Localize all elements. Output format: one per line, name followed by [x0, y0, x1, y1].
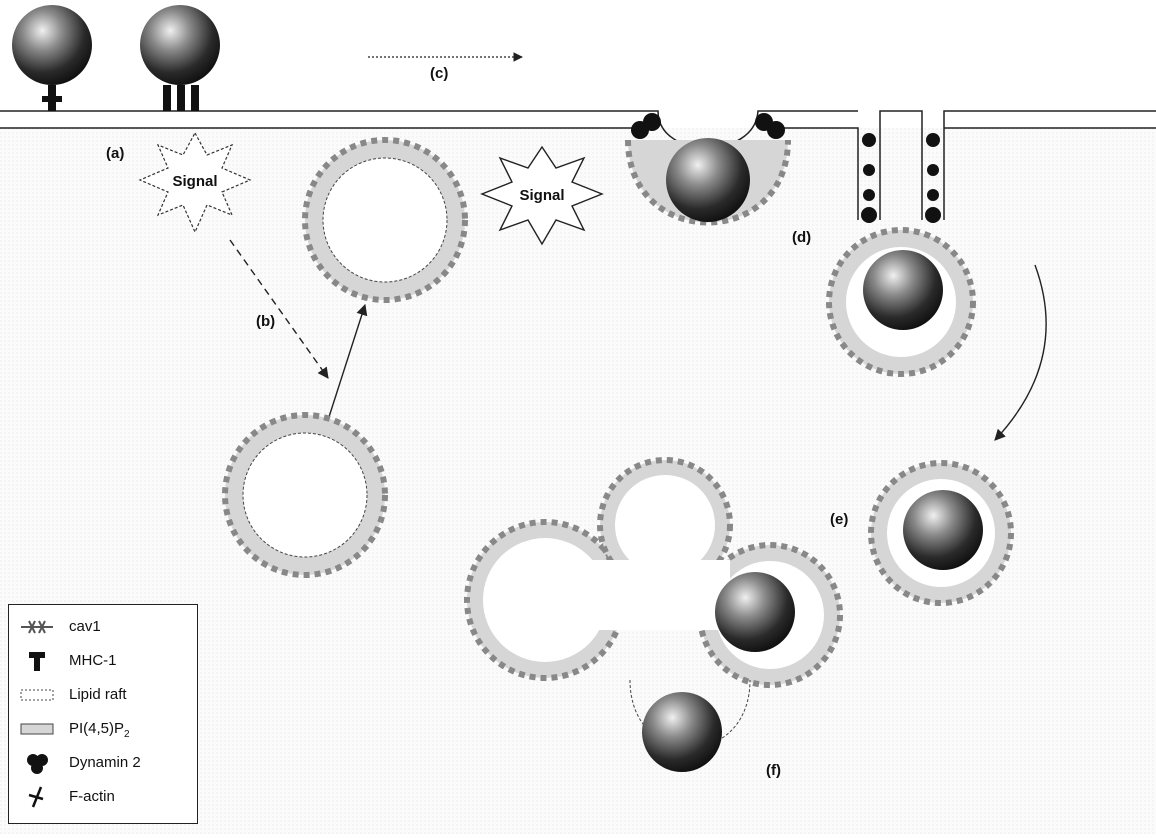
- label-d: (d): [792, 229, 811, 246]
- legend-item-mhc1: MHC-1: [9, 647, 197, 675]
- label-b: (b): [256, 313, 275, 330]
- internalized-caveolar-vesicle: [871, 463, 1011, 603]
- legend-label-pip2: PI(4,5)P2: [69, 720, 130, 740]
- legend-item-lipid-raft: Lipid raft: [9, 681, 197, 709]
- legend-label-cav1: cav1: [69, 618, 101, 635]
- legend-item-pip2: PI(4,5)P2: [9, 715, 197, 743]
- legend-item-dynamin2: Dynamin 2: [9, 749, 197, 777]
- cav1-icon: [15, 615, 59, 639]
- legend-label-lipid-raft: Lipid raft: [69, 686, 127, 703]
- legend-label-mhc1: MHC-1: [69, 652, 117, 669]
- signal-label-1: Signal: [172, 173, 217, 190]
- dynamin2-icon: [15, 751, 59, 775]
- caveolar-vesicle-lower: [225, 415, 385, 575]
- label-a: (a): [106, 145, 124, 162]
- lipid-raft-icon: [15, 683, 59, 707]
- legend-label-factin: F-actin: [69, 788, 115, 805]
- legend-item-cav1: cav1: [9, 613, 197, 641]
- label-f: (f): [766, 762, 781, 779]
- legend-item-factin: F-actin: [9, 783, 197, 811]
- label-c: (c): [430, 65, 448, 82]
- pip2-icon: [15, 717, 59, 741]
- legend-label-dynamin2: Dynamin 2: [69, 754, 141, 771]
- signal-label-2: Signal: [519, 187, 564, 204]
- caveolar-vesicle-upper: [305, 140, 465, 300]
- mhc1-icon: [15, 649, 59, 673]
- legend: cav1 MHC-1 Lipid raft PI(4,5)P2 Dynamin …: [8, 604, 198, 824]
- label-e: (e): [830, 511, 848, 528]
- factin-icon: [15, 785, 59, 809]
